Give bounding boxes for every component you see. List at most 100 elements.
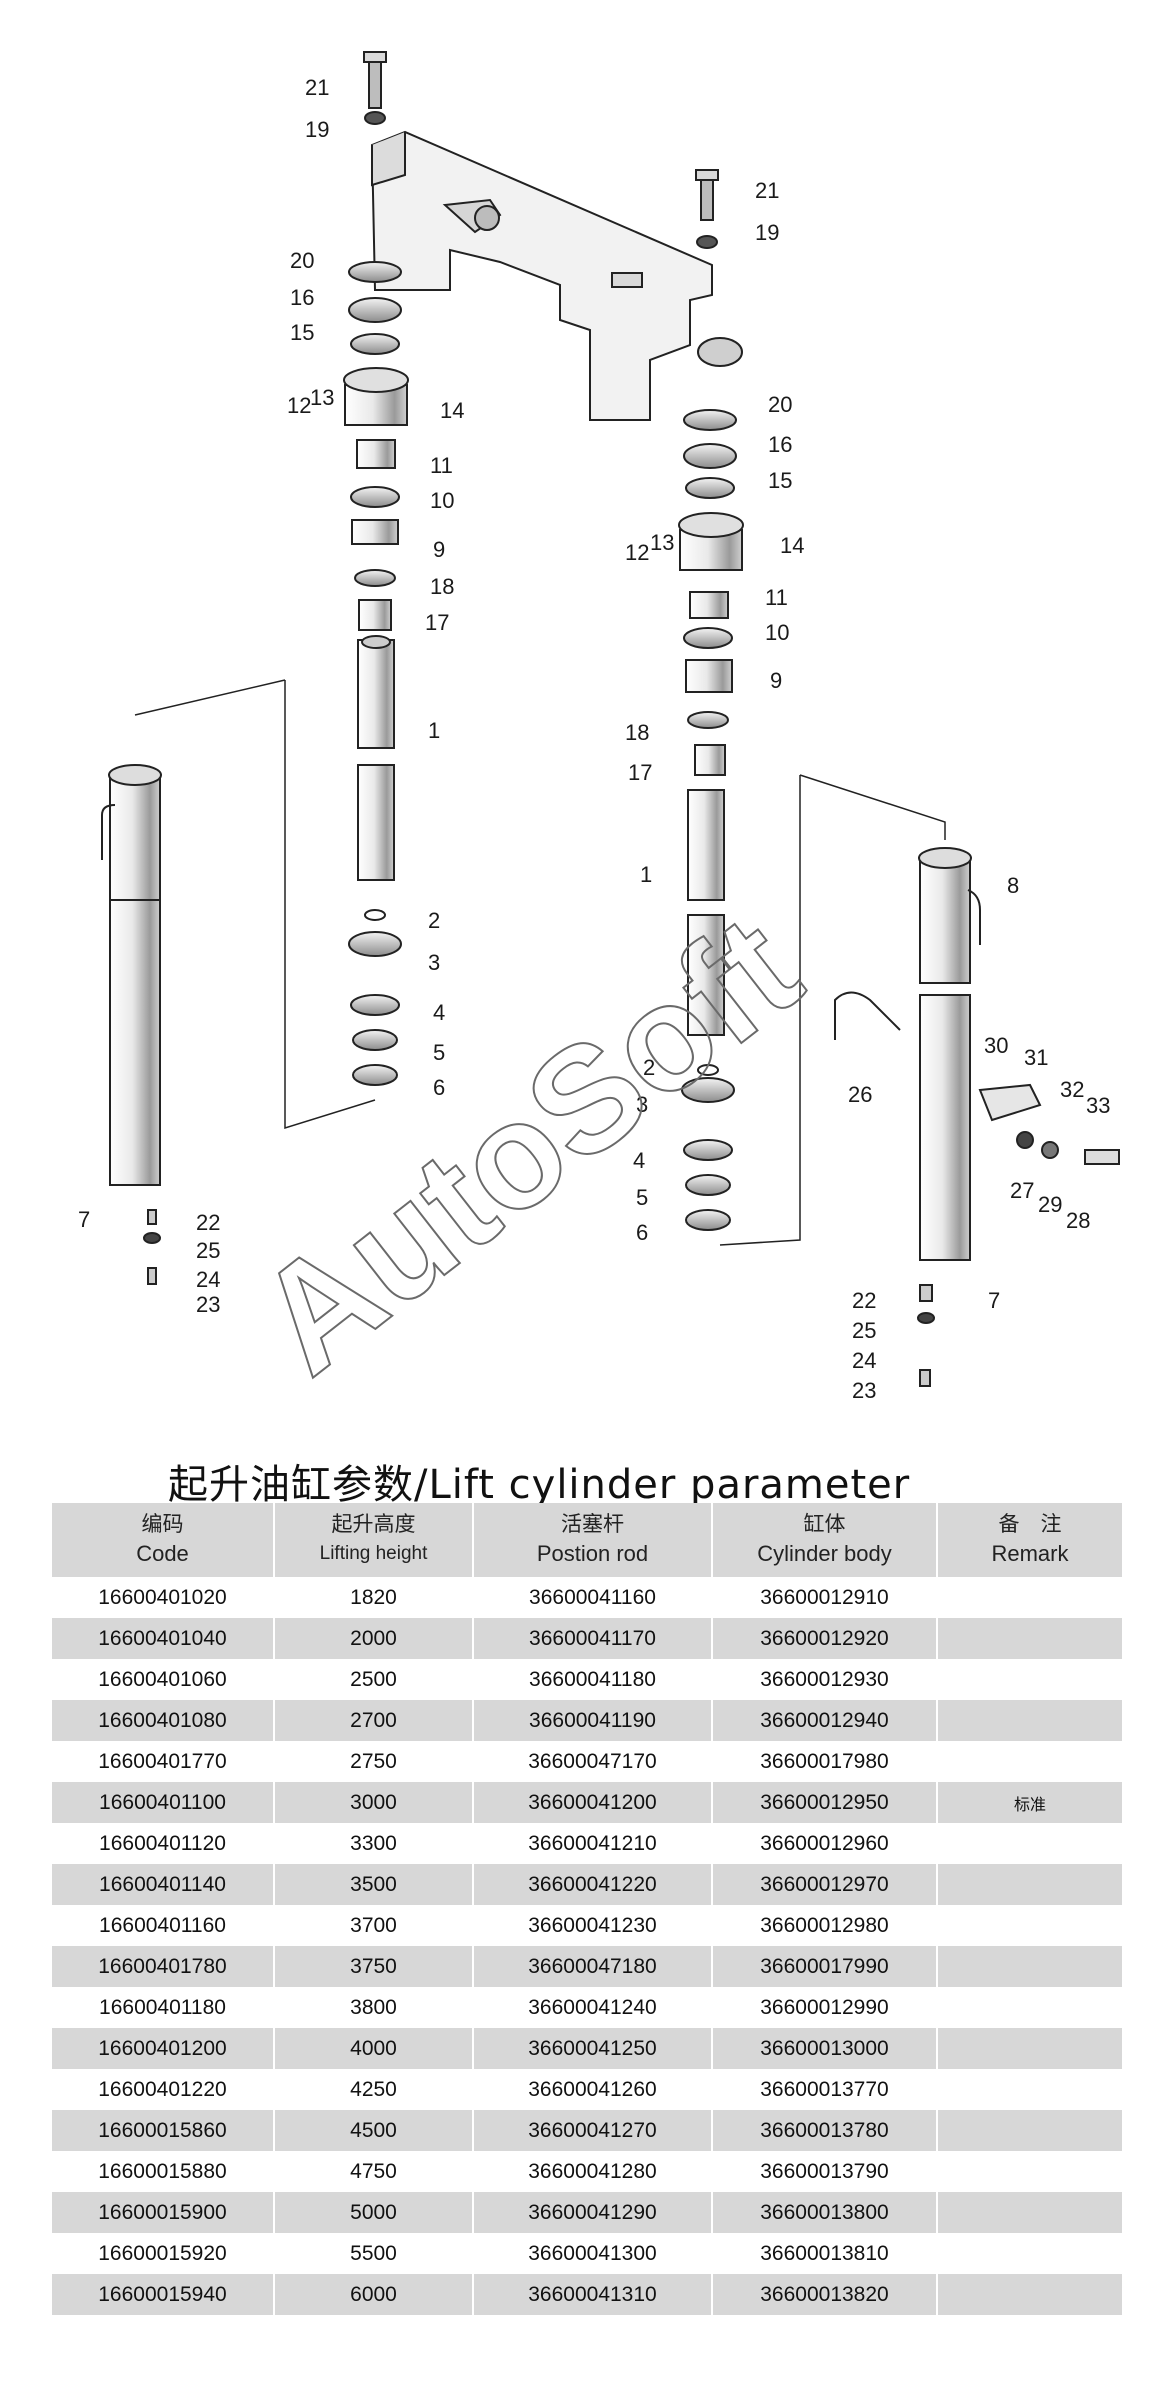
cell-code: 16600401780 [52,1946,274,1987]
callout-7: 7 [78,1207,90,1232]
callout-21: 21 [755,178,779,203]
cell-piston-rod: 36600041250 [472,2028,712,2069]
callout-1: 1 [428,718,440,743]
cell-lifting-height: 4750 [273,2151,473,2192]
cell-code: 16600015940 [52,2274,274,2315]
cell-piston-rod: 36600041290 [472,2192,712,2233]
callout-15: 15 [768,468,792,493]
callout-2: 2 [643,1055,655,1080]
cell-code: 16600401060 [52,1659,274,1700]
cell-lifting-height: 4500 [273,2110,473,2151]
cell-cylinder-body: 36600013000 [711,2028,937,2069]
cell-remark [936,1823,1122,1864]
cell-piston-rod: 36600041310 [472,2274,712,2315]
callout-28: 28 [1066,1208,1090,1233]
cell-remark [936,1577,1122,1618]
callout-29: 29 [1038,1192,1062,1217]
cell-code: 16600015860 [52,2110,274,2151]
cell-lifting-height: 3800 [273,1987,473,2028]
callout-19: 19 [755,220,779,245]
cell-lifting-height: 2750 [273,1741,473,1782]
cell-cylinder-body: 36600012910 [711,1577,937,1618]
cell-cylinder-body: 36600012960 [711,1823,937,1864]
cell-lifting-height: 3300 [273,1823,473,1864]
callout-2: 2 [428,908,440,933]
cell-lifting-height: 5000 [273,2192,473,2233]
cell-code: 16600401140 [52,1864,274,1905]
callout-11: 11 [430,453,453,478]
cell-remark [936,2069,1122,2110]
cell-lifting-height: 2500 [273,1659,473,1700]
callout-7: 7 [988,1288,1000,1313]
cell-cylinder-body: 36600017980 [711,1741,937,1782]
cell-remark [936,1741,1122,1782]
callout-25: 25 [852,1318,876,1343]
cell-lifting-height: 6000 [273,2274,473,2315]
cell-code: 16600401040 [52,1618,274,1659]
cell-piston-rod: 36600047180 [472,1946,712,1987]
cell-cylinder-body: 36600012940 [711,1700,937,1741]
cell-piston-rod: 36600041280 [472,2151,712,2192]
cell-code: 16600401160 [52,1905,274,1946]
cell-lifting-height: 4000 [273,2028,473,2069]
cell-lifting-height: 1820 [273,1577,473,1618]
cell-piston-rod: 36600041190 [472,1700,712,1741]
cell-piston-rod: 36600041220 [472,1864,712,1905]
crossbeam [370,130,743,421]
cell-remark [936,1700,1122,1741]
cell-lifting-height: 3700 [273,1905,473,1946]
cell-cylinder-body: 36600013790 [711,2151,937,2192]
exploded-parts-diagram: 21 19 20 16 15 14 13 12 11 10 9 18 17 1 … [78,51,1120,1406]
cell-piston-rod: 36600047170 [472,1741,712,1782]
cell-cylinder-body: 36600012990 [711,1987,937,2028]
cell-lifting-height: 3750 [273,1946,473,1987]
cell-piston-rod: 36600041200 [472,1782,712,1823]
cell-cylinder-body: 36600013780 [711,2110,937,2151]
cell-cylinder-body: 36600012950 [711,1782,937,1823]
callout-8: 8 [1007,873,1019,898]
callout-10: 10 [765,620,789,645]
cell-piston-rod: 36600041270 [472,2110,712,2151]
callout-16: 16 [768,432,792,457]
callout-13: 13 [650,530,674,555]
cell-remark [936,2151,1122,2192]
cell-code: 16600401770 [52,1741,274,1782]
cell-remark [936,2192,1122,2233]
cell-code: 16600401220 [52,2069,274,2110]
callout-5: 5 [636,1185,648,1210]
callout-24: 24 [196,1267,220,1292]
callout-17: 17 [425,610,449,635]
callout-9: 9 [433,537,445,562]
callout-22: 22 [196,1210,220,1235]
cell-remark [936,2028,1122,2069]
cell-code: 16600401080 [52,1700,274,1741]
cell-lifting-height: 3000 [273,1782,473,1823]
callout-32: 32 [1060,1077,1084,1102]
cell-piston-rod: 36600041170 [472,1618,712,1659]
cell-cylinder-body: 36600013770 [711,2069,937,2110]
callout-3: 3 [636,1092,648,1117]
cell-lifting-height: 3500 [273,1864,473,1905]
callout-17: 17 [628,760,652,785]
cell-code: 16600015920 [52,2233,274,2274]
cell-remark [936,2233,1122,2274]
callout-14: 14 [780,533,804,558]
callout-3: 3 [428,950,440,975]
cell-cylinder-body: 36600012930 [711,1659,937,1700]
cell-remark [936,1905,1122,1946]
cell-cylinder-body: 36600012970 [711,1864,937,1905]
